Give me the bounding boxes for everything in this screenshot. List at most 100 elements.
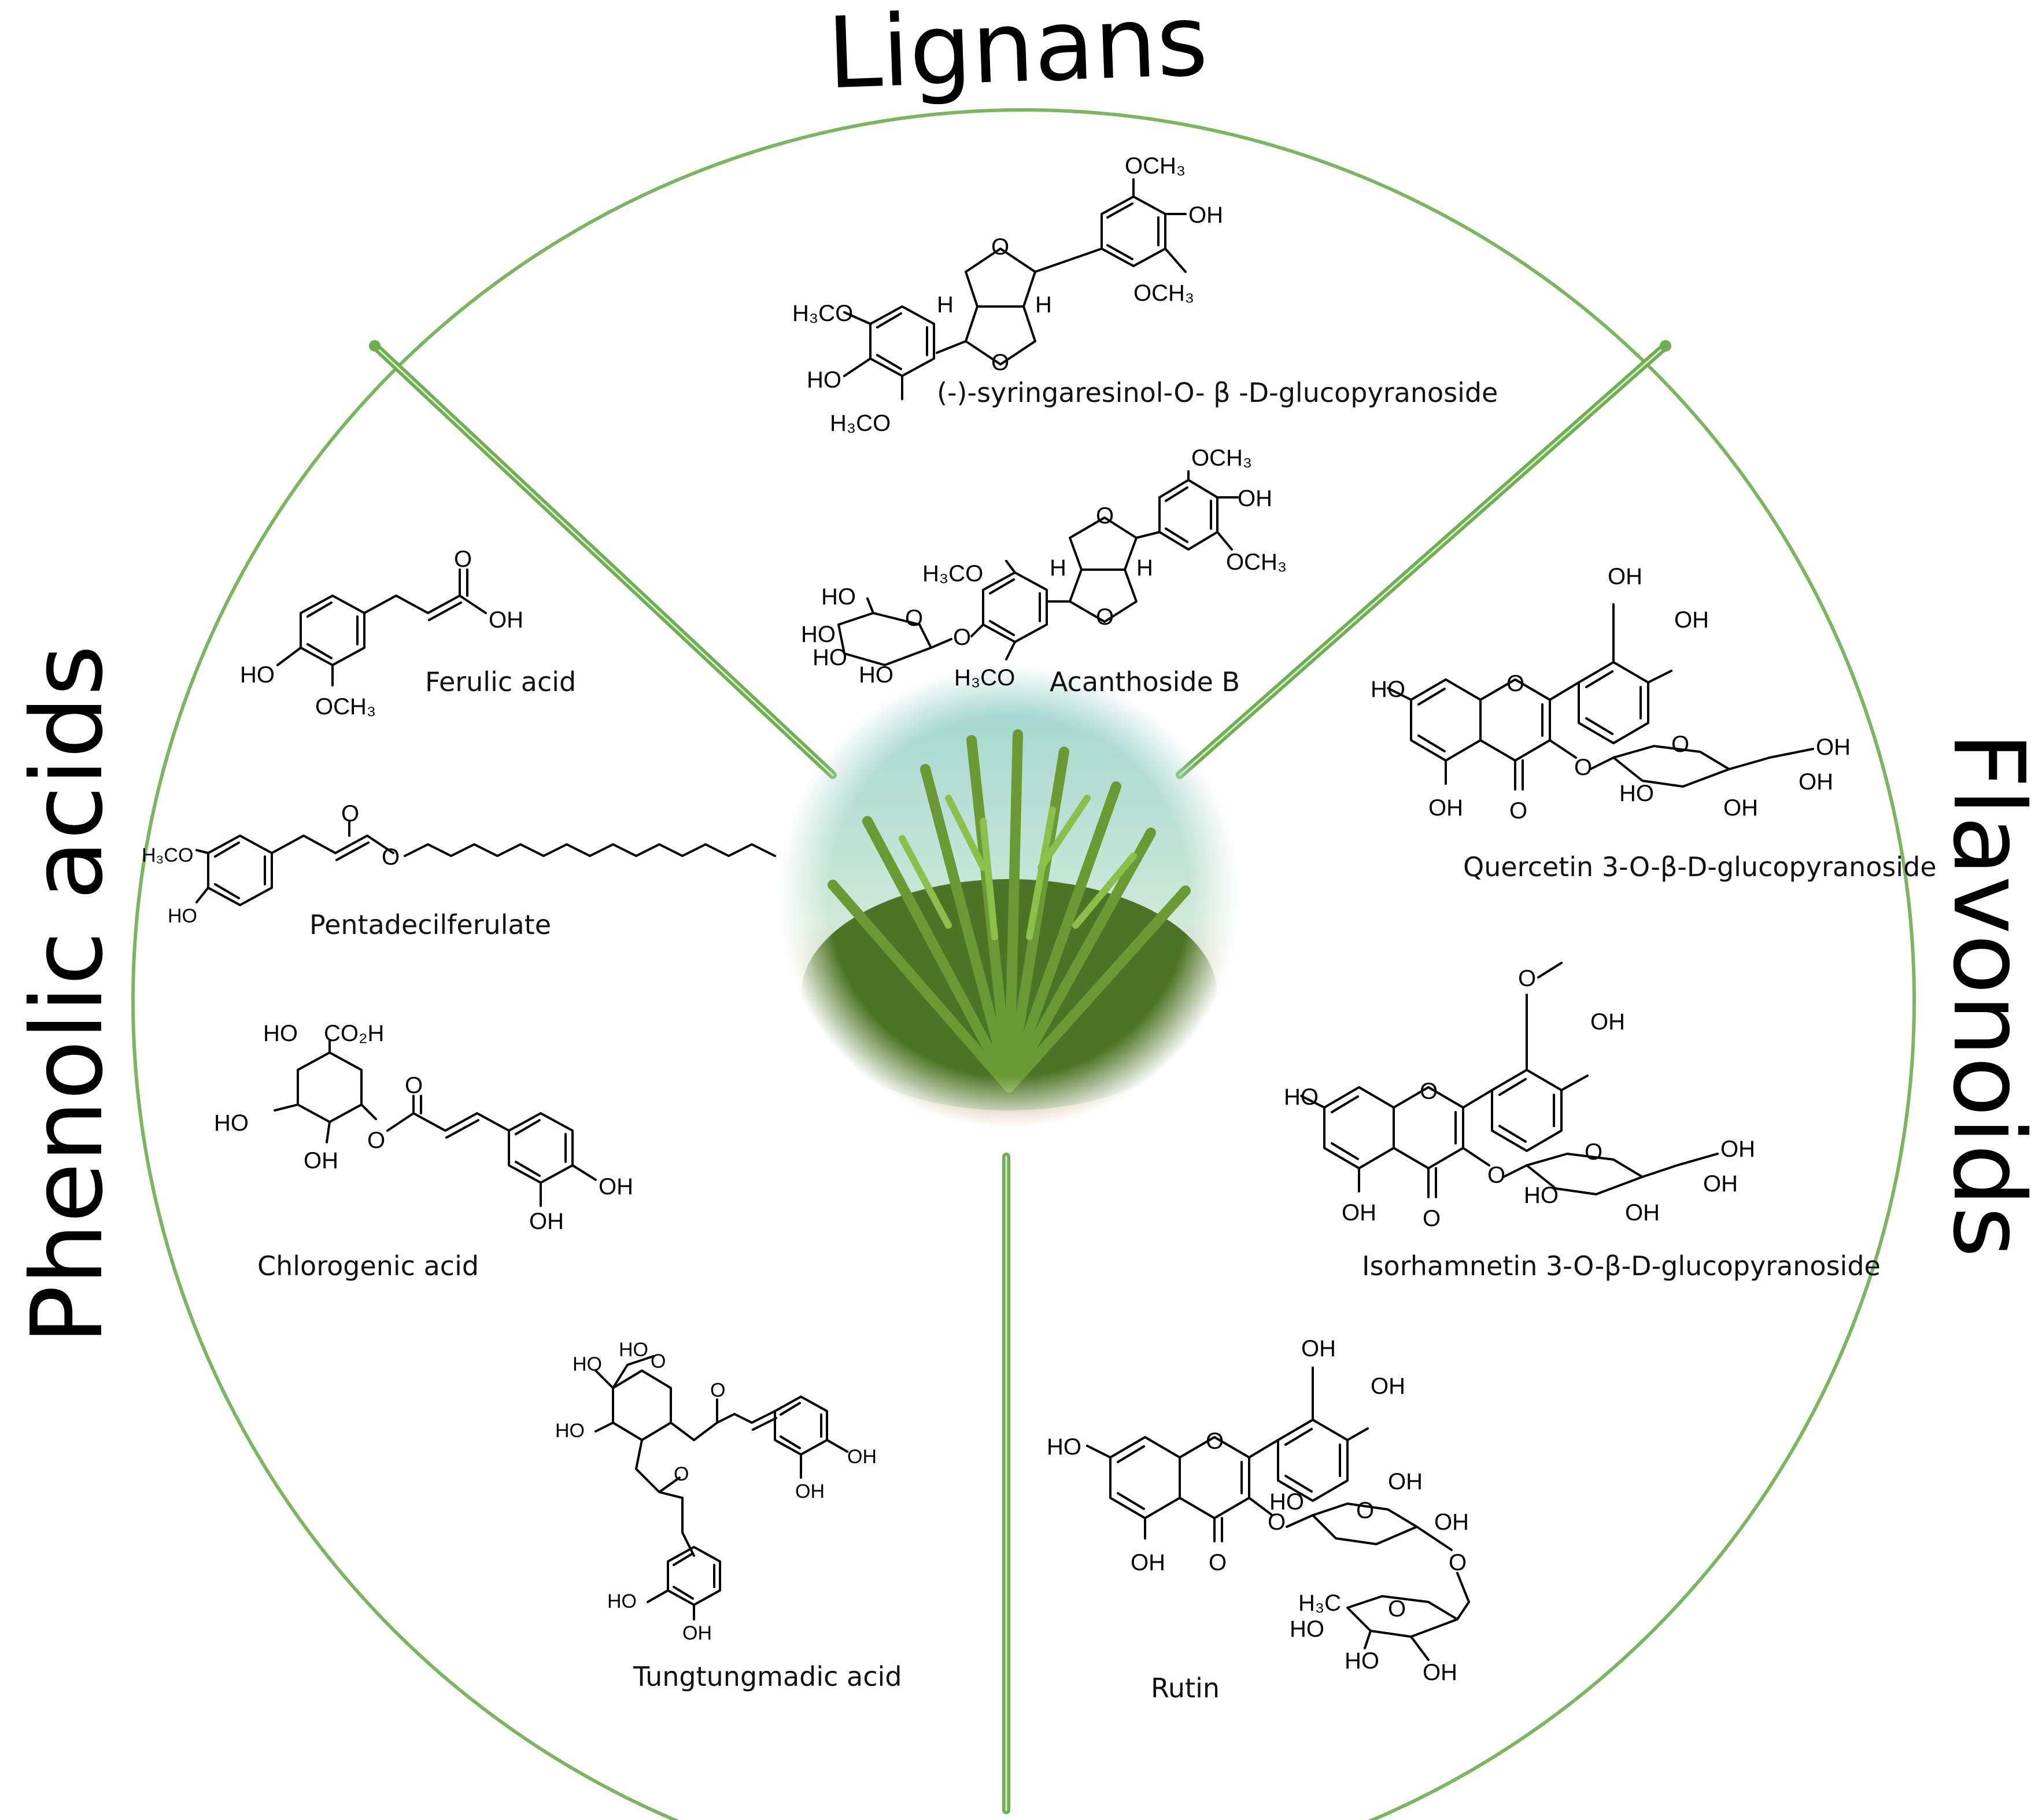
atom-label: O bbox=[367, 1128, 385, 1153]
plant-image bbox=[775, 665, 1243, 1134]
atom-label: H bbox=[937, 292, 954, 318]
atom-label: OH bbox=[1816, 734, 1851, 760]
atom-label: O bbox=[405, 1073, 423, 1098]
atom-label: H bbox=[1050, 555, 1066, 581]
atom-label: H₃CO bbox=[922, 561, 983, 586]
atom-label: O bbox=[710, 1379, 725, 1401]
atom-label: O bbox=[1509, 798, 1527, 824]
atom-label: HO bbox=[1290, 1616, 1324, 1642]
structure-ferulic-acid: O OH HO OCH₃ bbox=[240, 547, 523, 719]
atom-label: OH bbox=[1625, 1200, 1660, 1225]
atom-label: HO bbox=[801, 622, 836, 647]
atom-label: H₃CO bbox=[954, 665, 1015, 691]
atom-label: HO bbox=[168, 905, 197, 927]
label-chlorogenic-acid: Chlorogenic acid bbox=[257, 1250, 479, 1282]
atom-label: HO bbox=[619, 1339, 648, 1361]
atom-label: H₃CO bbox=[830, 411, 891, 436]
atom-label: OH bbox=[599, 1174, 633, 1199]
atom-label: HO bbox=[859, 662, 893, 688]
atom-label: OH bbox=[1188, 202, 1223, 228]
atom-label: HO bbox=[607, 1590, 637, 1612]
atom-label: O bbox=[1096, 503, 1114, 529]
atom-label: H₃CO bbox=[142, 844, 193, 866]
atom-label: OH bbox=[1434, 1509, 1469, 1535]
atom-label: OH bbox=[489, 607, 523, 633]
atom-label: O bbox=[341, 801, 359, 826]
atom-label: OH bbox=[1371, 1374, 1405, 1399]
atom-label: HO bbox=[1619, 781, 1654, 806]
section-dividers bbox=[369, 340, 1671, 1814]
atom-label: H bbox=[1035, 292, 1052, 318]
atom-label: HO bbox=[1345, 1648, 1379, 1674]
label-rutin: Rutin bbox=[1151, 1673, 1220, 1704]
atom-label: OH bbox=[847, 1446, 877, 1468]
atom-label: H bbox=[1136, 555, 1153, 581]
atom-label: OCH₃ bbox=[1226, 549, 1287, 575]
atom-label: OH bbox=[1590, 1009, 1625, 1035]
atom-label: O bbox=[1487, 1162, 1505, 1188]
atom-label: O bbox=[953, 625, 971, 650]
atom-label: OH bbox=[1723, 795, 1758, 821]
atom-label: O bbox=[1585, 1139, 1602, 1165]
atom-label: O bbox=[674, 1463, 689, 1485]
atom-label: OH bbox=[1674, 607, 1709, 633]
atom-label: O bbox=[1574, 755, 1592, 780]
category-lignans: Lignans bbox=[825, 0, 1210, 111]
atom-label: OH bbox=[529, 1209, 564, 1234]
atom-label: OH bbox=[1703, 1171, 1738, 1197]
category-flavonoids: Flavonoids bbox=[1931, 732, 2042, 1257]
atom-label: HO bbox=[573, 1353, 602, 1375]
atom-label: OH bbox=[304, 1148, 338, 1173]
atom-label: O bbox=[1209, 1550, 1227, 1575]
atom-label: H₃C bbox=[1298, 1590, 1341, 1616]
atom-label: O bbox=[1388, 1596, 1406, 1622]
atom-label: OH bbox=[1799, 769, 1833, 795]
structure-pentadecilferulate: O O H₃CO HO bbox=[142, 801, 776, 927]
label-quercetin-glucoside: Quercetin 3-O-β-D-glucopyranoside bbox=[1463, 851, 1937, 883]
structure-tungtungmadic-acid: HO HO O HO O OH OH O HO OH bbox=[555, 1339, 877, 1644]
structure-acanthoside-b: OCH₃ OH OCH₃ O O H H H₃CO H₃CO O O HO HO… bbox=[801, 445, 1287, 691]
atom-label: OCH₃ bbox=[1191, 445, 1252, 471]
atom-label: O bbox=[1423, 1206, 1441, 1231]
atom-label: O bbox=[382, 844, 400, 870]
atom-label: H₃CO bbox=[792, 301, 853, 326]
label-isorhamnetin-glucoside: Isorhamnetin 3-O-β-D-glucopyranoside bbox=[1362, 1250, 1881, 1282]
atom-label: HO bbox=[263, 1021, 298, 1046]
atom-label: OH bbox=[1428, 795, 1463, 821]
atom-label: HO bbox=[1047, 1434, 1081, 1460]
atom-label: HO bbox=[807, 367, 841, 393]
atom-label: OH bbox=[1301, 1336, 1336, 1361]
label-tungtungmadic-acid: Tungtungmadic acid bbox=[633, 1661, 902, 1692]
label-pentadecilferulate: Pentadecilferulate bbox=[309, 909, 551, 940]
atom-label: O bbox=[1356, 1498, 1374, 1523]
atom-label: HO bbox=[1284, 1084, 1319, 1110]
structure-rutin: O O HO OH OH OH O HO O OH OH O O H₃C HO … bbox=[1047, 1336, 1470, 1685]
atom-label: HO bbox=[214, 1110, 249, 1136]
atom-label: O bbox=[1096, 604, 1114, 630]
atom-label: O bbox=[991, 234, 1009, 260]
atom-label: OH bbox=[1238, 486, 1272, 511]
atom-label: CO₂H bbox=[324, 1021, 384, 1046]
atom-label: HO bbox=[555, 1420, 585, 1442]
label-ferulic-acid: Ferulic acid bbox=[425, 666, 576, 697]
atom-label: HO bbox=[240, 662, 275, 688]
atom-label: OCH₃ bbox=[315, 694, 376, 719]
atom-label: OCH₃ bbox=[1125, 153, 1186, 179]
label-syringaresinol: (-)-syringaresinol-O- β -D-glucopyranosi… bbox=[937, 377, 1498, 408]
label-acanthoside-b: Acanthoside B bbox=[1050, 666, 1240, 697]
atom-label: O bbox=[454, 547, 472, 572]
atom-label: OH bbox=[682, 1622, 712, 1644]
structure-syringaresinol: OCH₃ OH OCH₃ O O H H H₃CO HO H₃CO bbox=[792, 153, 1223, 436]
atom-label: HO bbox=[813, 645, 847, 670]
atom-label: O bbox=[651, 1350, 666, 1372]
atom-label: O bbox=[905, 606, 923, 631]
atom-label: OH bbox=[1342, 1200, 1376, 1225]
atom-label: HO bbox=[1524, 1183, 1559, 1208]
atom-label: OH bbox=[1423, 1660, 1457, 1685]
atom-label: OH bbox=[1608, 564, 1642, 589]
atom-label: OH bbox=[1720, 1136, 1755, 1162]
atom-label: O bbox=[991, 350, 1009, 375]
atom-label: OCH₃ bbox=[1133, 280, 1194, 306]
atom-label: O bbox=[1449, 1550, 1467, 1575]
